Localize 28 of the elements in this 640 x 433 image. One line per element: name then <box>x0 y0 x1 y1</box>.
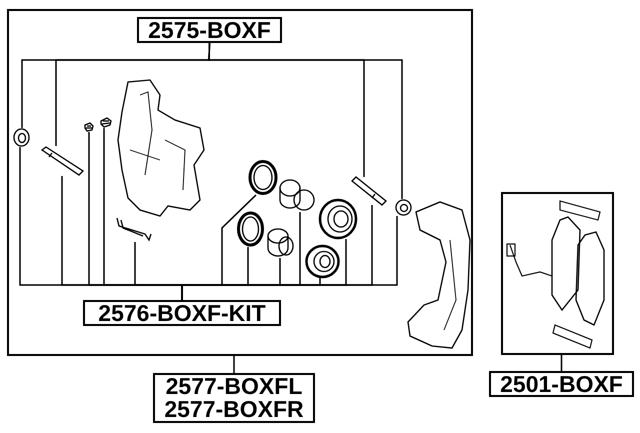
piston-icon <box>278 178 316 212</box>
guide-pin-icon <box>351 177 387 205</box>
leader-line <box>233 356 235 373</box>
piston-icon <box>266 227 294 258</box>
cap-icon <box>84 122 94 132</box>
leader-line <box>560 355 562 371</box>
seal-ring-icon <box>248 160 278 195</box>
guide-pin-icon <box>40 146 84 176</box>
spring-clip-icon <box>115 216 152 242</box>
dust-boot-icon <box>318 199 358 239</box>
label-box <box>489 371 634 397</box>
label-box <box>83 300 281 326</box>
label-box <box>153 373 315 423</box>
group-frame <box>7 9 473 356</box>
part-number: 2577-BOXFR <box>164 398 304 421</box>
label-box <box>137 17 282 43</box>
part-number: 2575-BOXF <box>148 18 271 42</box>
group-frame <box>501 192 614 355</box>
dust-boot-icon <box>305 245 340 278</box>
seal-ring-icon <box>237 211 264 247</box>
boot-icon <box>13 128 30 147</box>
cap-icon <box>100 117 112 128</box>
part-number: 2576-BOXF-KIT <box>98 302 266 324</box>
part-number: 2501-BOXF <box>500 372 623 396</box>
boot-icon <box>395 199 412 216</box>
leader-line <box>181 216 398 300</box>
part-number: 2577-BOXFL <box>166 375 302 398</box>
leader-line <box>208 42 403 199</box>
